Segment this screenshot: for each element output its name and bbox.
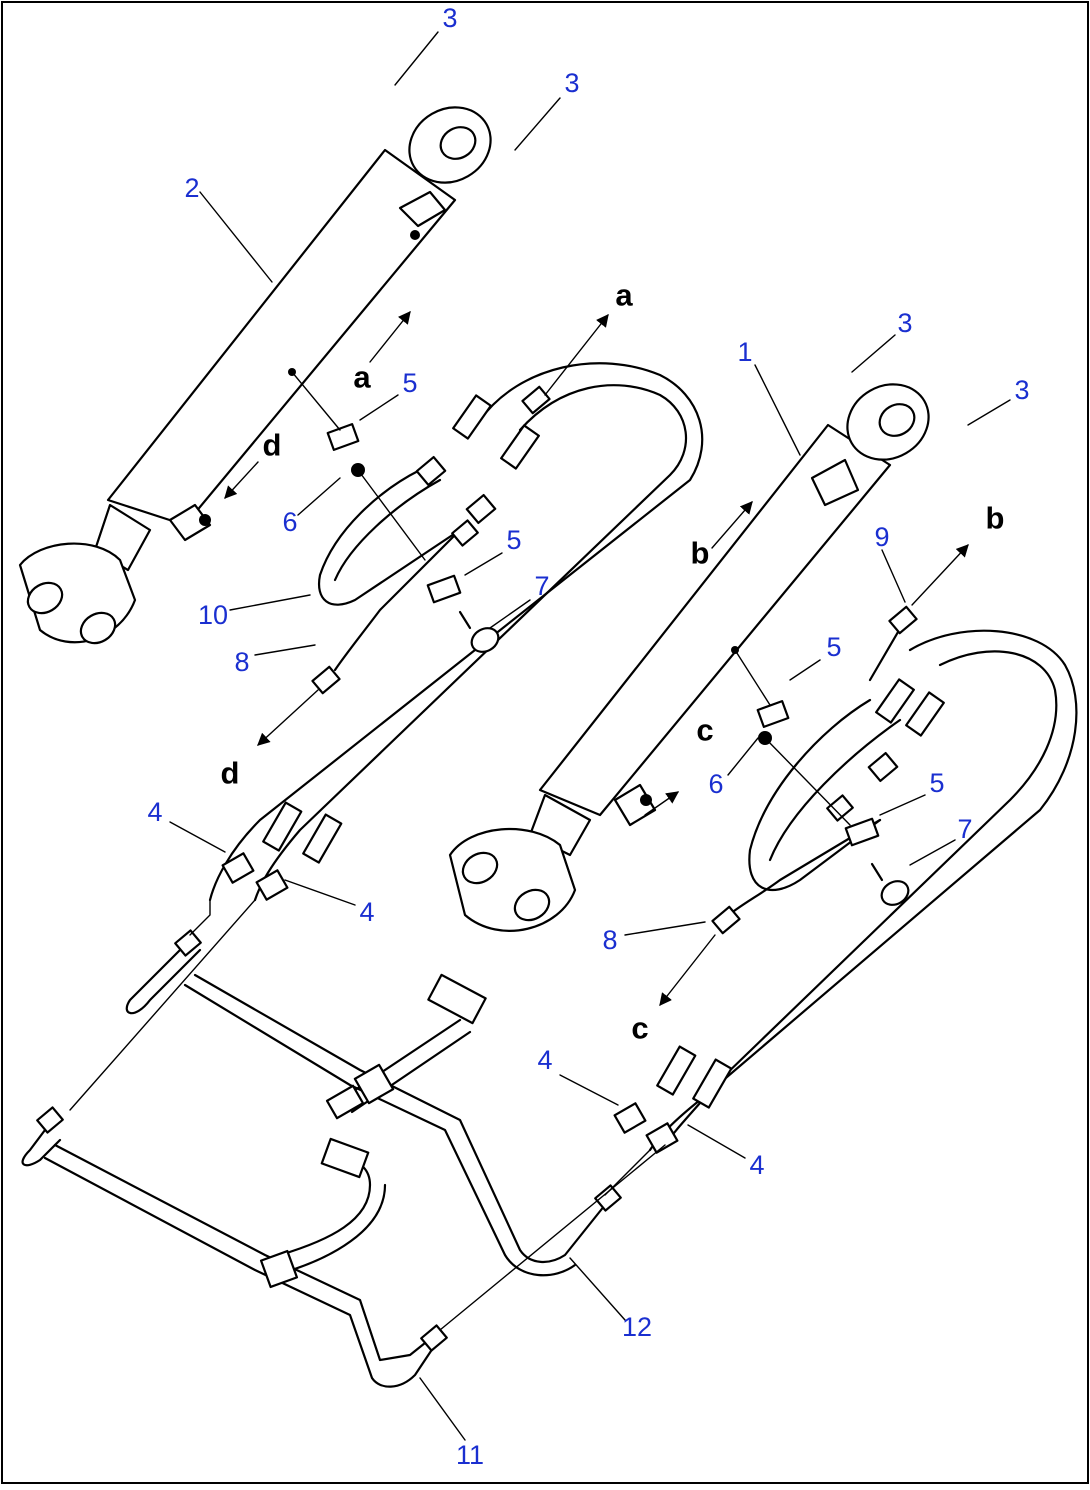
callout-2: 2: [184, 173, 199, 203]
callout-3: 3: [1014, 375, 1029, 405]
callout-7: 7: [957, 814, 972, 844]
callout-4: 4: [749, 1150, 764, 1180]
callout-3: 3: [564, 68, 579, 98]
callout-12: 12: [622, 1312, 652, 1342]
callout-8: 8: [234, 647, 249, 677]
callout-5: 5: [402, 368, 417, 398]
callout-3: 3: [897, 308, 912, 338]
callout-5: 5: [506, 525, 521, 555]
connection-letters: a a b b c c d d: [221, 278, 1005, 1046]
connection-label-a: a: [615, 278, 633, 313]
callout-8: 8: [602, 925, 617, 955]
connection-arrows: [224, 311, 969, 1006]
connection-label-d: d: [221, 756, 240, 791]
connection-label-d: d: [263, 428, 282, 463]
connection-label-b: b: [691, 536, 710, 571]
connection-label-b: b: [986, 501, 1005, 536]
hose-assembly-upper: [208, 362, 704, 902]
fittings-right: [613, 1045, 733, 1154]
callout-4: 4: [537, 1045, 552, 1075]
connection-label-c: c: [631, 1011, 648, 1046]
connection-label-a: a: [353, 360, 371, 395]
callout-4: 4: [147, 797, 162, 827]
callout-5: 5: [929, 768, 944, 798]
callout-7: 7: [534, 571, 549, 601]
callout-10: 10: [198, 600, 228, 630]
hose-assembly-right: [648, 605, 1078, 1152]
callout-5: 5: [826, 632, 841, 662]
callout-11: 11: [456, 1440, 484, 1470]
hydraulic-cylinder-left: [18, 106, 492, 645]
callout-4: 4: [359, 897, 374, 927]
callout-3: 3: [442, 3, 457, 33]
callout-1: 1: [737, 337, 752, 367]
fittings-left: [221, 801, 343, 901]
callout-6: 6: [282, 507, 297, 537]
connection-label-c: c: [696, 713, 713, 748]
callout-6: 6: [708, 769, 723, 799]
callout-9: 9: [874, 522, 889, 552]
callout-labels: 1 2 3 3 3 3 4 4 4 4 5 5 5 5 6 6 7 7 8 8 …: [147, 3, 1029, 1470]
tube-assembly: [21, 899, 666, 1388]
leader-lines: [169, 31, 1011, 1441]
